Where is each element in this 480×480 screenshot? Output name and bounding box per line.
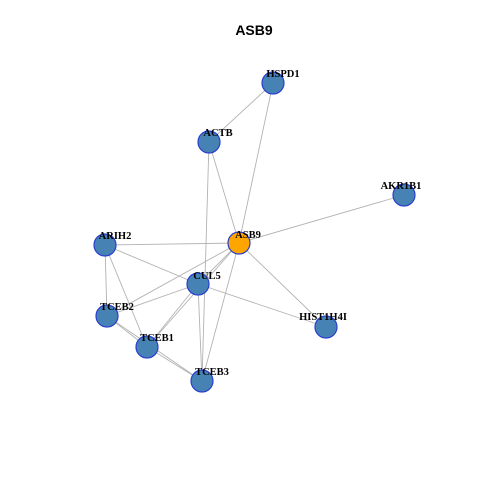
edge-asb9-tceb3 bbox=[201, 242, 240, 382]
edge-arih2-cul5 bbox=[104, 244, 199, 285]
node-label-hspd1: HSPD1 bbox=[266, 69, 299, 80]
node-actb: ACTB bbox=[197, 128, 233, 154]
edge-asb9-tceb2 bbox=[106, 242, 240, 317]
node-akr1b1: AKR1B1 bbox=[381, 181, 422, 207]
edge-asb9-tceb1 bbox=[146, 242, 240, 348]
node-circle-akr1b1 bbox=[392, 183, 416, 207]
node-label-actb: ACTB bbox=[203, 128, 232, 139]
edge-cul5-tceb2 bbox=[106, 283, 199, 317]
node-label-tceb1: TCEB1 bbox=[140, 333, 174, 344]
node-label-tceb2: TCEB2 bbox=[100, 302, 134, 313]
node-label-tceb3: TCEB3 bbox=[195, 367, 229, 378]
node-arih2: ARIH2 bbox=[93, 231, 132, 257]
diagram-title: ASB9 bbox=[235, 22, 273, 38]
node-label-hist1h4i: HIST1H4I bbox=[299, 312, 347, 323]
node-label-cul5: CUL5 bbox=[193, 271, 220, 282]
edge-cul5-tceb1 bbox=[146, 283, 199, 348]
node-hspd1: HSPD1 bbox=[261, 69, 300, 95]
edge-cul5-hist1h4i bbox=[197, 283, 327, 328]
node-circle-hist1h4i bbox=[314, 315, 338, 339]
edge-arih2-tceb2 bbox=[104, 244, 108, 317]
node-circle-asb9 bbox=[227, 231, 251, 255]
node-asb9: ASB9 bbox=[227, 230, 261, 255]
edge-arih2-tceb1 bbox=[104, 244, 148, 348]
edge-layer bbox=[104, 82, 405, 382]
node-circle-tceb1 bbox=[135, 335, 159, 359]
node-tceb1: TCEB1 bbox=[135, 333, 174, 359]
node-circle-arih2 bbox=[93, 233, 117, 257]
node-circle-tceb2 bbox=[95, 304, 119, 328]
edge-asb9-hist1h4i bbox=[238, 242, 327, 328]
node-circle-cul5 bbox=[186, 272, 210, 296]
node-cul5: CUL5 bbox=[186, 271, 221, 296]
edge-akr1b1-asb9 bbox=[238, 194, 405, 244]
node-label-arih2: ARIH2 bbox=[99, 231, 132, 242]
node-label-asb9: ASB9 bbox=[235, 230, 261, 241]
node-hist1h4i: HIST1H4I bbox=[299, 312, 347, 339]
edge-arih2-asb9 bbox=[104, 242, 240, 246]
edge-hspd1-actb bbox=[208, 82, 274, 143]
node-circle-actb bbox=[197, 130, 221, 154]
edge-hspd1-asb9 bbox=[238, 82, 274, 244]
node-label-akr1b1: AKR1B1 bbox=[381, 181, 422, 192]
edge-actb-asb9 bbox=[208, 141, 240, 244]
node-circle-hspd1 bbox=[261, 71, 285, 95]
node-tceb2: TCEB2 bbox=[95, 302, 134, 328]
node-tceb3: TCEB3 bbox=[190, 367, 229, 393]
edge-cul5-tceb3 bbox=[197, 283, 203, 382]
node-circle-tceb3 bbox=[190, 369, 214, 393]
